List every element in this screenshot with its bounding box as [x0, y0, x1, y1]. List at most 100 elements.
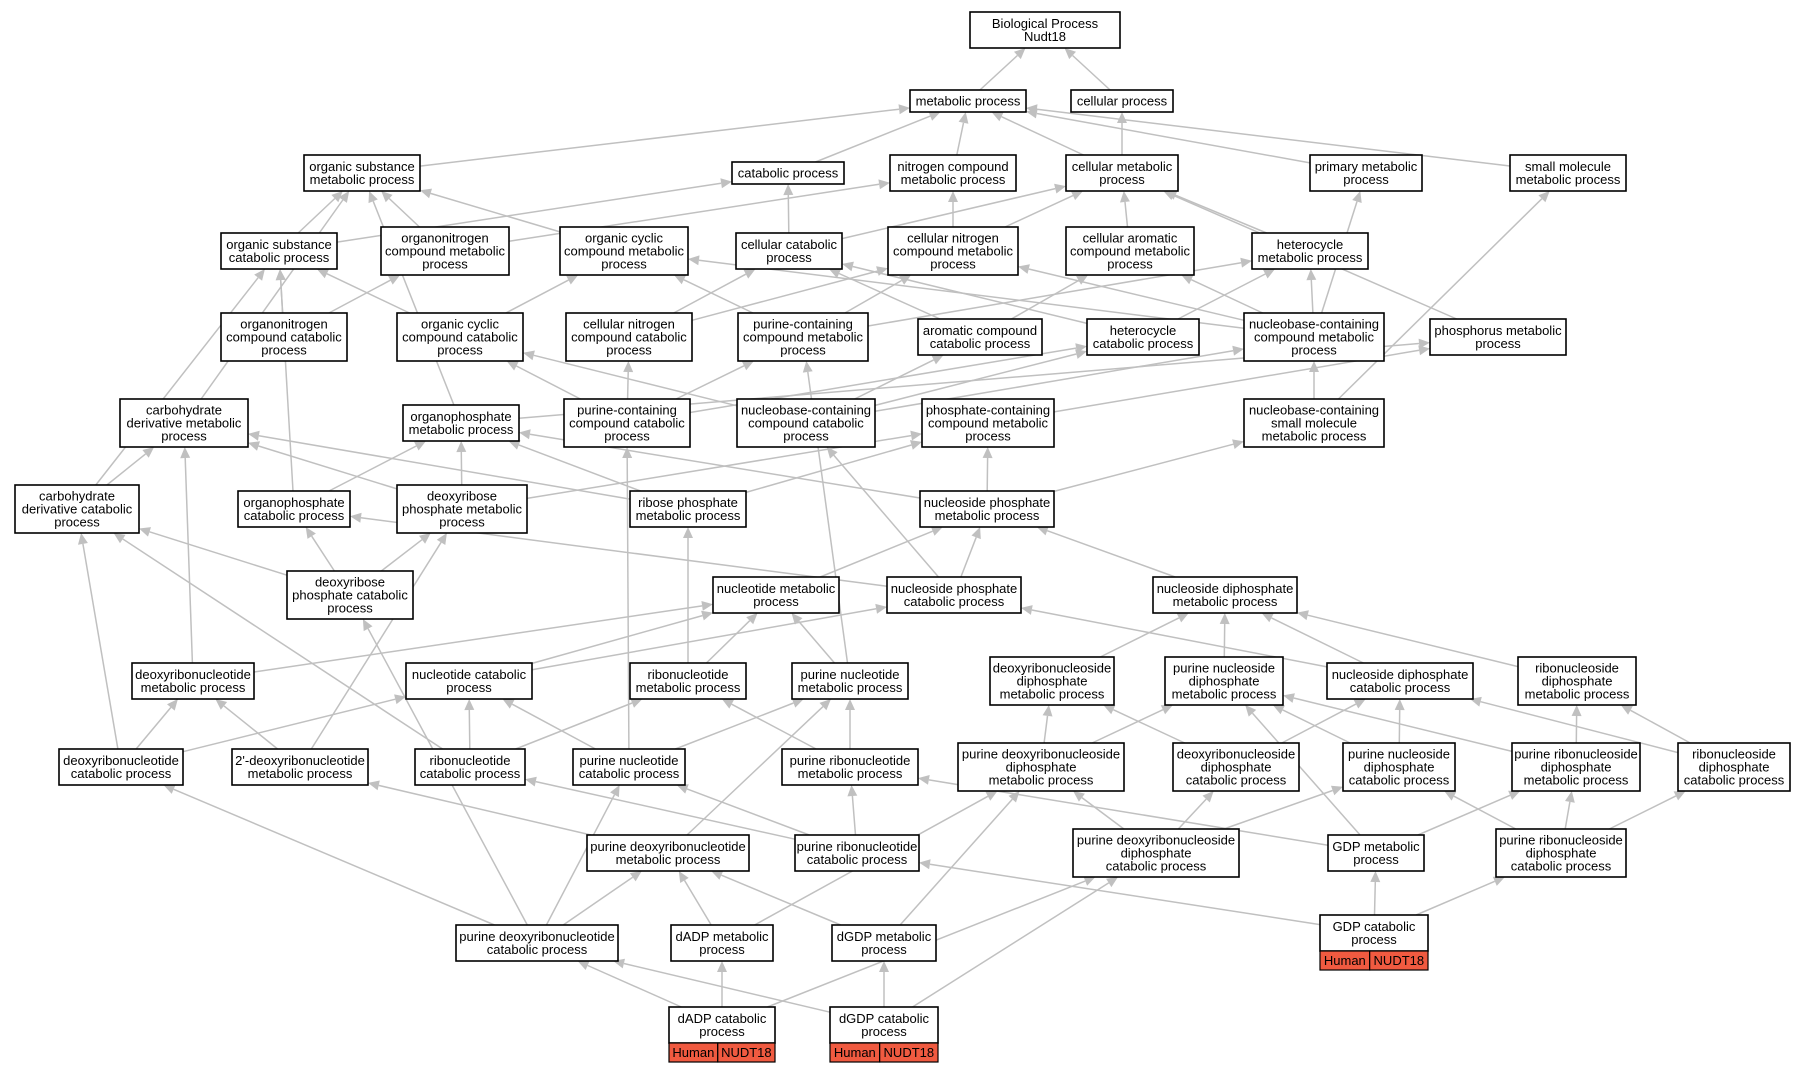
node-box[interactable] [1327, 834, 1425, 872]
go-term-purdeoxydiphoscat[interactable]: purine deoxyribonucleosidediphosphatecat… [1072, 828, 1240, 878]
node-box[interactable] [629, 662, 747, 700]
node-box[interactable] [572, 748, 686, 786]
node-box[interactable] [1070, 89, 1174, 113]
go-term-metabolic[interactable]: metabolic process [909, 89, 1027, 113]
go-term-purribodiphoscat[interactable]: purine ribonucleosidediphosphatecataboli… [1495, 828, 1627, 878]
node-box[interactable] [237, 490, 351, 528]
node-box[interactable] [1495, 828, 1627, 878]
node-box[interactable] [1677, 742, 1791, 792]
node-box[interactable] [559, 226, 689, 276]
node-box[interactable] [14, 484, 140, 534]
go-term-catabolic[interactable]: catabolic process [731, 161, 845, 185]
node-box[interactable] [1065, 226, 1195, 276]
node-box[interactable] [712, 576, 840, 614]
node-box[interactable] [919, 490, 1055, 528]
node-box[interactable] [1517, 656, 1637, 706]
node-box[interactable] [791, 662, 909, 700]
node-box[interactable] [989, 656, 1115, 706]
node-box[interactable] [380, 226, 510, 276]
node-box[interactable] [736, 398, 876, 448]
node-box[interactable] [586, 834, 750, 872]
node-box[interactable] [1342, 742, 1456, 792]
node-box[interactable] [909, 89, 1027, 113]
node-box[interactable] [1511, 742, 1641, 792]
node-box[interactable] [969, 11, 1121, 49]
node-box[interactable] [921, 398, 1055, 448]
node-box[interactable] [1172, 742, 1300, 792]
node-box[interactable] [303, 154, 421, 192]
go-term-cellularp[interactable]: cellular process [1070, 89, 1174, 113]
node-box[interactable] [58, 748, 184, 786]
node-box[interactable] [220, 232, 338, 270]
node-box[interactable] [1086, 318, 1200, 356]
node-box[interactable] [131, 662, 255, 700]
go-term-deoxyribonucdiphoscat[interactable]: deoxyribonucleosidediphosphatecatabolic … [1172, 742, 1300, 792]
node-box[interactable] [917, 318, 1043, 356]
node-box[interactable] [405, 662, 533, 700]
node-box[interactable] [1309, 154, 1423, 192]
node-box[interactable] [668, 1006, 776, 1044]
node-box[interactable] [735, 232, 843, 270]
node-box[interactable] [1243, 398, 1385, 448]
node-box[interactable] [886, 576, 1022, 614]
node-box[interactable] [414, 748, 526, 786]
node-box[interactable] [794, 834, 920, 872]
node-box[interactable] [1251, 232, 1369, 270]
go-term-purdeoxydiphosmet[interactable]: purine deoxyribonucleosidediphosphatemet… [957, 742, 1125, 792]
node-box[interactable] [220, 312, 348, 362]
node-box[interactable] [1326, 662, 1474, 700]
node-box[interactable] [1065, 154, 1179, 192]
node-box[interactable] [231, 748, 369, 786]
node-box[interactable] [1072, 828, 1240, 878]
node-box[interactable] [781, 748, 919, 786]
go-term-deoxyribonucdiphosmet[interactable]: deoxyribonucleosidediphosphatemetabolic … [989, 656, 1115, 706]
node-box[interactable] [887, 226, 1019, 276]
node-box[interactable] [1509, 154, 1627, 192]
node-box[interactable] [957, 742, 1125, 792]
node-box[interactable] [396, 312, 524, 362]
node-box[interactable] [402, 404, 520, 442]
node-box[interactable] [1164, 656, 1284, 706]
go-term-purribodiphosmet[interactable]: purine ribonucleosidediphosphatemetaboli… [1511, 742, 1641, 792]
node-box[interactable] [563, 398, 691, 448]
node-box[interactable] [565, 312, 693, 362]
